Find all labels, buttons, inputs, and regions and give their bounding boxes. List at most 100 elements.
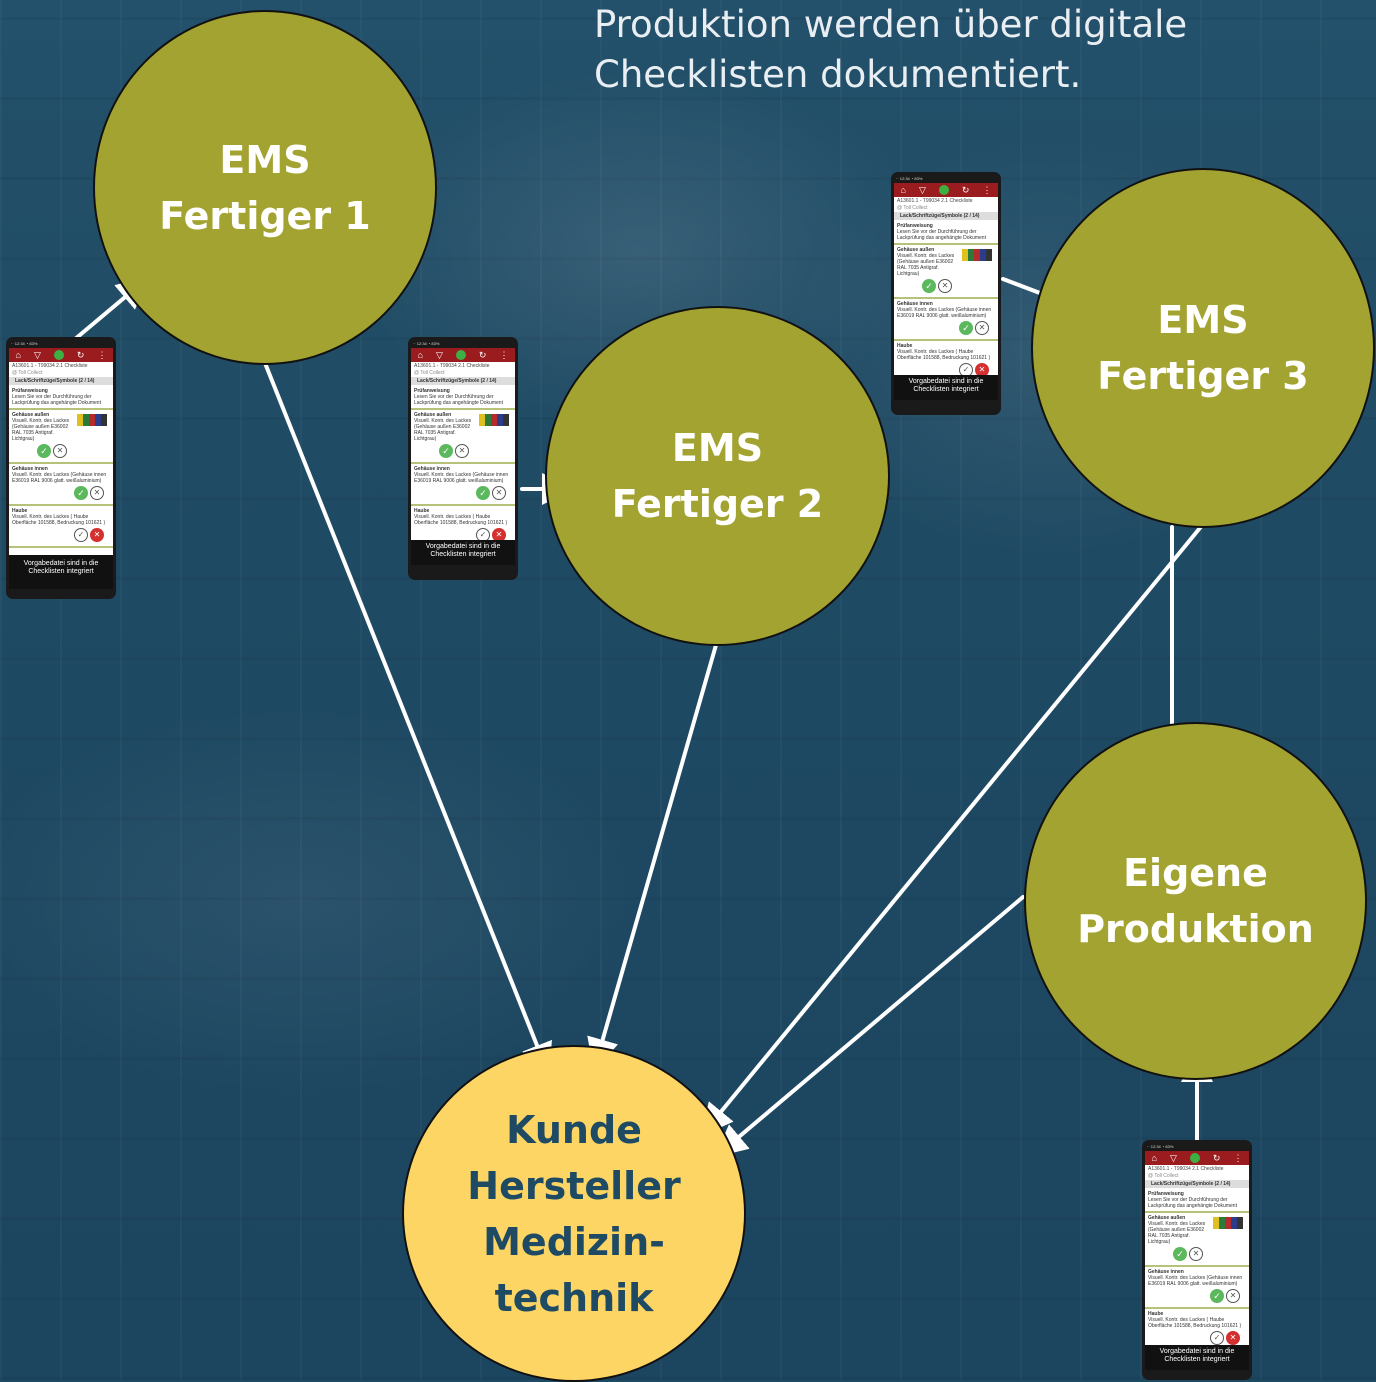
phone-section: Lack/Schriftzüge/Symbole (2 / 14) [411,377,515,385]
phone-screen: A13601.1 - T99034 2.1 Checkliste @ Toll … [411,362,515,540]
phone-title: A13601.1 - T99034 2.1 Checkliste [897,198,973,204]
phone-item: Gehäuse außen Visuell. Kontr. des Lackes… [894,245,998,299]
phone-item-title: Prüfanweisung [414,388,450,394]
node-kunde-line1: Kunde [506,1107,642,1152]
filter-icon: ▽ [435,349,443,360]
menu-icon: ⋮ [1233,1152,1243,1163]
phone-item-text: Visuell. Kontr. des Lackes (Gehäuse inne… [12,472,107,484]
close-icon: ✕ [90,486,104,500]
phone-item: Prüfanweisung Lesen Sie vor der Durchfüh… [411,386,515,410]
close-icon: ✕ [1189,1247,1203,1261]
phone-item: Gehäuse innen Visuell. Kontr. des Lackes… [411,464,515,506]
phone-item: Haube Visuell. Kontr. des Lackes ( Haube… [894,341,998,375]
check-icon: ✓ [37,444,51,458]
filter-icon: ▽ [33,349,41,360]
phone-subtitle: @ Toll Collect [414,370,445,376]
phone-toolbar: ⌂ ▽ ↻ ⋮ [894,183,998,197]
check-outline-icon: ✓ [959,363,973,375]
status-dot-icon [455,350,466,360]
home-icon: ⌂ [417,350,423,360]
phone-item-title: Haube [414,508,430,514]
phone-subtitle: @ Toll Collect [1148,1173,1179,1179]
phone-item: Prüfanweisung Lesen Sie vor der Durchfüh… [894,221,998,245]
phone-item-title: Gehäuse außen [897,247,935,253]
close-icon: ✕ [492,486,506,500]
phone-item-text: Visuell. Kontr. des Lackes (Gehäuse inne… [414,472,509,484]
phone-section: Lack/Schriftzüge/Symbole (2 / 14) [894,212,998,220]
phone-title: A13601.1 - T99034 2.1 Checkliste [12,363,88,369]
node-eigene-line1: Eigene [1123,851,1268,895]
check-icon: ✓ [922,279,936,293]
phone-item-title: Prüfanweisung [897,223,933,229]
node-ems2-line2: Fertiger 2 [611,482,824,526]
phone-item-text: Visuell. Kontr. des Lackes (Gehäuse auße… [1148,1221,1206,1245]
phone-caption-line2: Checklisten integriert [430,551,496,558]
node-kunde-hersteller: Kunde Hersteller Medizin- technik [402,1045,746,1382]
phone-item-text: Visuell. Kontr. des Lackes (Gehäuse inne… [1148,1275,1243,1287]
color-swatch [479,414,509,426]
phone-item-title: Gehäuse innen [414,466,450,472]
color-swatch [1213,1217,1243,1229]
phone-item-text: Visuell. Kontr. des Lackes ( Haube Oberf… [414,514,508,526]
check-outline-icon: ✓ [74,528,88,542]
node-ems3-line1: EMS [1157,298,1249,342]
check-icon: ✓ [959,321,973,335]
phone-caption-line1: Vorgabedatei sind in die [908,378,984,385]
phone-status-bar: ·· 12:34 ◔ 83% [896,176,923,181]
phone-checklist-3: ·· 12:34 ◔ 83% ⌂ ▽ ↻ ⋮ A13601.1 - T99034… [891,172,1001,415]
phone-item-text: Visuell. Kontr. des Lackes ( Haube Oberf… [12,514,106,526]
close-icon: ✕ [938,279,952,293]
phone-title: A13601.1 - T99034 2.1 Checkliste [414,363,490,369]
close-icon: ✕ [1226,1289,1240,1303]
phone-screen: A13601.1 - T99034 2.1 Checkliste @ Toll … [894,197,998,375]
phone-item-title: Gehäuse innen [12,466,48,472]
check-icon: ✓ [74,486,88,500]
sync-icon: ↻ [76,349,85,360]
status-dot-icon [938,185,949,195]
color-swatch [77,414,107,426]
node-ems1-line1: EMS [219,137,311,182]
node-kunde-line2: Hersteller [467,1163,681,1208]
phone-caption: Vorgabedatei sind in die Checklisten int… [411,540,515,565]
status-dot-icon [1189,1153,1200,1163]
phone-status-bar: ·· 12:34 ◔ 83% [11,341,38,346]
phone-item: Gehäuse innen Visuell. Kontr. des Lackes… [9,464,113,506]
phone-toolbar: ⌂ ▽ ↻ ⋮ [1145,1151,1249,1165]
menu-icon: ⋮ [982,184,992,195]
phone-item: Haube Visuell. Kontr. des Lackes ( Haube… [9,506,113,548]
node-ems-fertiger-2: EMS Fertiger 2 [545,306,890,646]
check-icon: ✓ [476,486,490,500]
check-outline-icon: ✓ [1210,1331,1224,1345]
phone-item-title: Haube [1148,1311,1164,1317]
arrow-ems3-to-kunde [700,521,1206,1137]
phone-toolbar: ⌂ ▽ ↻ ⋮ [9,348,113,362]
phone-item: Gehäuse innen Visuell. Kontr. des Lackes… [1145,1267,1249,1309]
phone-item-text: Visuell. Kontr. des Lackes ( Haube Oberf… [1148,1317,1242,1329]
filter-icon: ▽ [918,184,926,195]
sync-icon: ↻ [478,349,487,360]
home-icon: ⌂ [1151,1153,1157,1163]
node-eigene-produktion: Eigene Produktion [1024,722,1367,1080]
arrow-eigene-to-kunde [714,895,1025,1158]
phone-item-title: Gehäuse innen [897,301,933,307]
phone-item-title: Gehäuse innen [1148,1269,1184,1275]
sync-icon: ↻ [1212,1152,1221,1163]
node-ems-fertiger-3: EMS Fertiger 3 [1031,168,1375,528]
node-eigene-line2: Produktion [1077,907,1314,951]
phone-item: Haube Visuell. Kontr. des Lackes ( Haube… [1145,1309,1249,1345]
header-line-1: Produktion werden über digitale [594,3,1188,46]
phone-item: Gehäuse außen Visuell. Kontr. des Lackes… [9,410,113,464]
phone-caption-line2: Checklisten integriert [913,386,979,393]
node-ems2-line1: EMS [671,426,764,470]
filter-icon: ▽ [1169,1152,1177,1163]
phone-screen: A13601.1 - T99034 2.1 Checkliste @ Toll … [9,362,113,555]
phone-item-title: Prüfanweisung [1148,1191,1184,1197]
close-icon: ✕ [455,444,469,458]
phone-status-bar: ·· 12:34 ◔ 83% [413,341,440,346]
color-swatch [962,249,992,261]
phone-caption: Vorgabedatei sind in die Checklisten int… [9,555,113,589]
phone-item-text: Visuell. Kontr. des Lackes (Gehäuse auße… [414,418,472,442]
phone-item-title: Gehäuse außen [12,412,50,418]
status-dot-icon [53,350,64,360]
